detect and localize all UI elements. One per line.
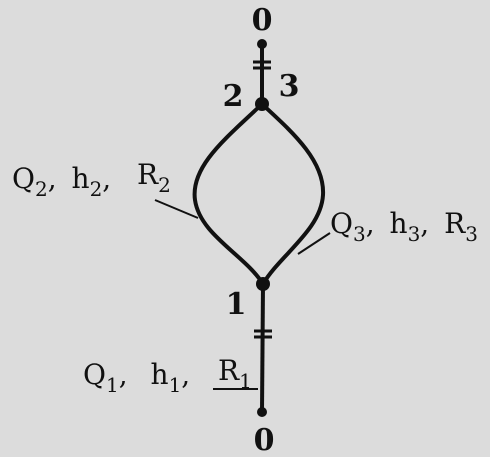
- h3-sub: 3: [408, 222, 421, 246]
- h2-sub: 2: [90, 177, 103, 201]
- node-bottom: [257, 407, 267, 417]
- sep-6: ,: [181, 358, 190, 391]
- label-node-3: 3: [279, 69, 300, 104]
- r2-sub: 2: [158, 173, 171, 197]
- label-r2: R2: [137, 158, 171, 197]
- loop-branch-right: [260, 102, 326, 286]
- r2-symbol: R: [137, 158, 159, 191]
- q3-sub: 3: [353, 222, 366, 246]
- leader-left: [154, 199, 199, 219]
- r3-sub: 3: [465, 222, 478, 246]
- loop-branch-left: [192, 102, 265, 286]
- q3-symbol: Q: [330, 207, 353, 240]
- label-branch-right: Q3, h3, R3: [330, 207, 478, 246]
- sep-4: ,: [420, 207, 429, 240]
- label-branch-bottom: Q1, h1,: [83, 358, 190, 397]
- node-top: [257, 39, 267, 49]
- sep-3: ,: [366, 207, 375, 240]
- label-branch-left: Q2, h2,: [12, 162, 111, 201]
- label-node-top: 0: [252, 3, 273, 38]
- label-node-2: 2: [223, 79, 244, 114]
- h1-symbol: h: [151, 358, 169, 391]
- sep-5: ,: [119, 358, 128, 391]
- sep-2: ,: [102, 162, 111, 195]
- h3-symbol: h: [390, 207, 408, 240]
- node-junction-top: [255, 97, 269, 111]
- r1-symbol: R: [218, 354, 240, 387]
- leader-right: [297, 232, 331, 255]
- pipe-bottom: [260, 283, 265, 413]
- label-node-bottom: 0: [254, 423, 275, 457]
- r1-sub: 1: [239, 369, 252, 393]
- h1-sub: 1: [169, 373, 182, 397]
- node-junction-bottom: [256, 277, 270, 291]
- label-node-1: 1: [226, 287, 247, 322]
- q2-symbol: Q: [12, 162, 35, 195]
- sep-1: ,: [48, 162, 57, 195]
- h2-symbol: h: [72, 162, 90, 195]
- q1-symbol: Q: [83, 358, 106, 391]
- q1-sub: 1: [106, 373, 119, 397]
- q2-sub: 2: [35, 177, 48, 201]
- label-r1: R1: [218, 354, 252, 393]
- r3-symbol: R: [444, 207, 466, 240]
